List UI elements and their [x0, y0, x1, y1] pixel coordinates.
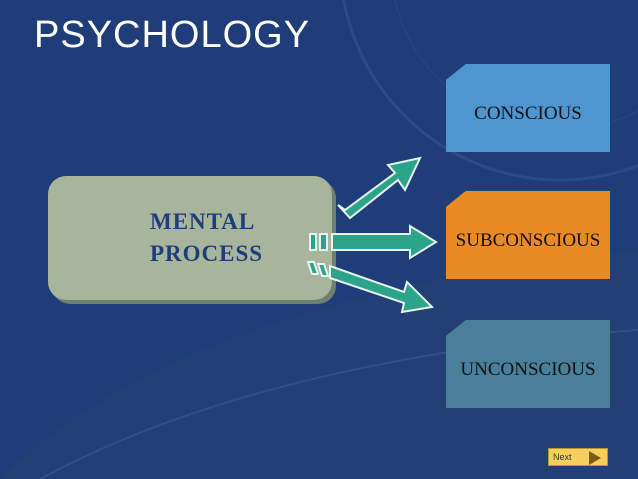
- arrow-to-unconscious: [306, 261, 435, 314]
- mental-process-label: MENTAL PROCESS: [150, 206, 263, 270]
- mental-process-line1: MENTAL: [150, 209, 256, 234]
- subconscious-box: SUBCONSCIOUS: [446, 191, 610, 279]
- mental-process-box: [48, 176, 332, 300]
- next-button[interactable]: Next: [548, 448, 608, 466]
- slide-title: PSYCHOLOGY: [34, 14, 311, 56]
- unconscious-label: UNCONSCIOUS: [460, 359, 596, 380]
- unconscious-box: UNCONSCIOUS: [446, 320, 610, 408]
- next-button-label: Next: [553, 452, 572, 462]
- mental-process-line2: PROCESS: [150, 241, 264, 266]
- subconscious-label: SUBCONSCIOUS: [455, 230, 601, 251]
- conscious-box: CONSCIOUS: [446, 64, 610, 152]
- arrow-to-subconscious: [309, 224, 438, 260]
- arrow-to-conscious: [337, 156, 422, 220]
- conscious-label: CONSCIOUS: [474, 103, 582, 124]
- play-arrow-icon: [589, 451, 601, 465]
